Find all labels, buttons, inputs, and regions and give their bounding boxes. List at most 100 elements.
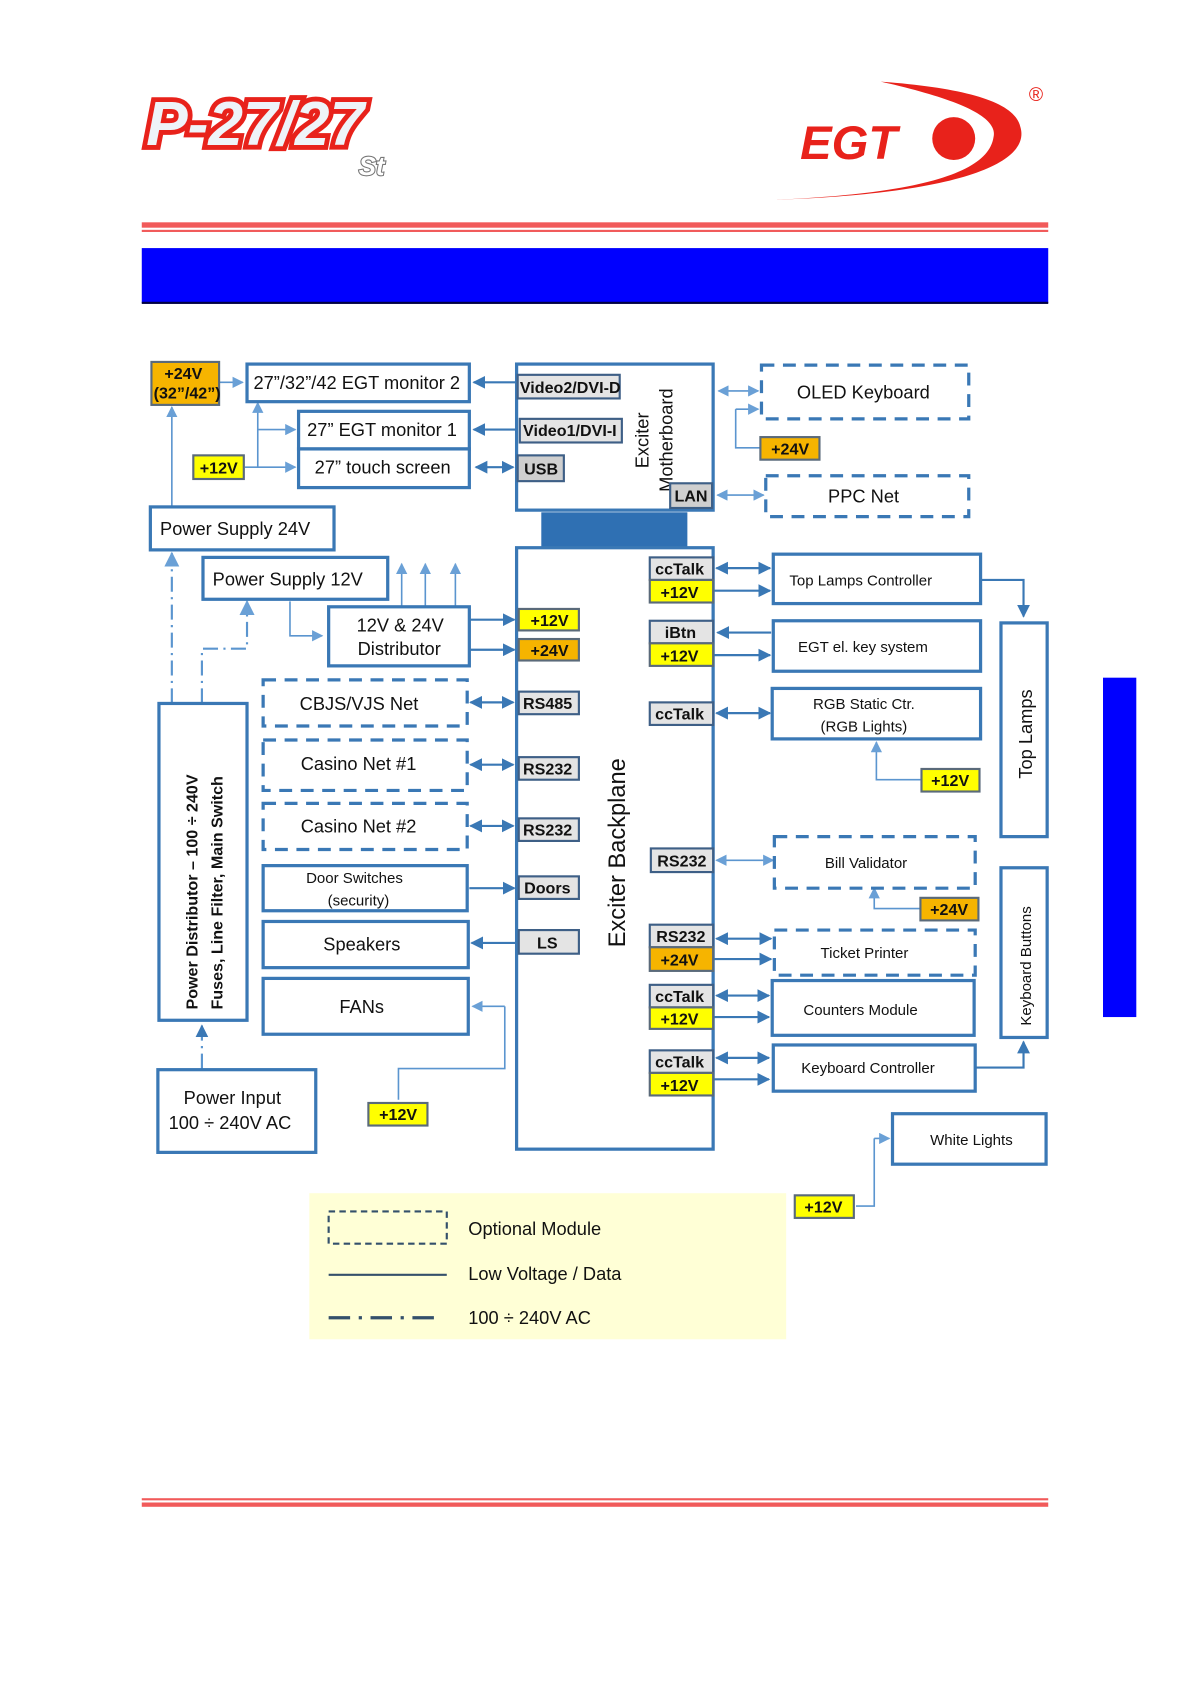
keyboard-controller: Keyboard Controller [771, 1043, 977, 1093]
svg-text:27” touch screen: 27” touch screen [315, 457, 451, 478]
svg-text:Door Switches: Door Switches [306, 870, 403, 887]
v24-oled-supply: +24V [759, 436, 821, 461]
legend-low-voltage-label: Low Voltage / Data [468, 1263, 622, 1284]
port-rs232-casino1: RS232 [523, 760, 572, 778]
svg-text:+24V: +24V [771, 440, 809, 458]
port-rs485: RS485 [523, 695, 572, 713]
power-supply-12v: Power Supply 12V [201, 555, 390, 601]
legend: Optional Module Low Voltage / Data 100 ÷… [309, 1193, 787, 1340]
p27-logo: P-27/27 St [141, 85, 387, 182]
port-video1: Video1/DVI-I [523, 422, 617, 440]
v12-monitor-supply: +12V [192, 454, 245, 481]
svg-text:+24V: +24V [661, 952, 699, 970]
svg-text:Top Lamps Controller: Top Lamps Controller [789, 572, 932, 589]
legend-optional-swatch [327, 1210, 448, 1245]
svg-text:Speakers: Speakers [323, 933, 400, 954]
svg-text:Casino Net #2: Casino Net #2 [301, 815, 417, 836]
right-modules: OLED Keyboard +24V PPC Net Top Lamps Con… [759, 363, 1049, 1219]
cbjs-vjs-net: CBJS/VJS Net [261, 678, 469, 728]
svg-text:+12V: +12V [661, 648, 699, 666]
power-input: Power Input 100 ÷ 240V AC [156, 1068, 318, 1154]
port-doors: Doors [524, 880, 571, 898]
footer-rule-thin [141, 1498, 1049, 1501]
ticket-printer: Ticket Printer [772, 928, 977, 977]
svg-text:(32”/42”): (32”/42”) [154, 384, 221, 402]
power-supply-24v: Power Supply 24V [148, 505, 336, 552]
door-switches: Door Switches (security) [261, 864, 469, 913]
svg-text:+12V: +12V [379, 1106, 417, 1124]
fans: FANs [261, 976, 470, 1036]
svg-text:Keyboard Controller: Keyboard Controller [801, 1060, 935, 1077]
legend-optional-label: Optional Module [468, 1218, 601, 1239]
legend-ac-label: 100 ÷ 240V AC [468, 1307, 591, 1328]
port-ls: LS [537, 934, 558, 952]
svg-text:+12V: +12V [661, 584, 699, 602]
svg-text:27”/32”/42 EGT monitor 2: 27”/32”/42 EGT monitor 2 [253, 372, 460, 393]
svg-text:Exciter: Exciter [632, 412, 653, 468]
svg-text:+12V: +12V [661, 1011, 699, 1029]
power-distributor: Power Distributor – 100 ÷ 240V Fuses, Li… [157, 701, 249, 1022]
svg-text:PPC Net: PPC Net [828, 486, 899, 507]
svg-text:RS232: RS232 [657, 853, 706, 871]
port-rs232-casino2: RS232 [523, 822, 572, 840]
svg-text:RGB Static Ctr.: RGB Static Ctr. [813, 696, 915, 713]
svg-text:+12V: +12V [661, 1077, 699, 1095]
oled-keyboard: OLED Keyboard [759, 363, 971, 421]
svg-text:ccTalk: ccTalk [655, 1054, 704, 1072]
header-rule-thin [141, 229, 1049, 232]
egt-logo-text: EGT [800, 117, 901, 170]
v24-monitor-supply: +24V (32”/42”) [150, 360, 221, 406]
svg-text:Distributor: Distributor [358, 638, 441, 659]
svg-text:Power Input: Power Input [184, 1087, 281, 1108]
svg-text:EGT el. key system: EGT el. key system [798, 639, 928, 656]
keyboard-buttons: Keyboard Buttons [999, 866, 1049, 1040]
monitor-1: 27” EGT monitor 1 [296, 409, 471, 451]
svg-text:+12V: +12V [200, 460, 238, 478]
svg-text:iBtn: iBtn [665, 624, 696, 642]
svg-text:CBJS/VJS Net: CBJS/VJS Net [300, 693, 419, 714]
rgb-static-controller: RGB Static Ctr. (RGB Lights) [770, 686, 983, 741]
svg-text:+24V: +24V [164, 365, 202, 383]
speakers: Speakers [261, 919, 470, 970]
distributor-12v-24v: 12V & 24V Distributor [327, 605, 471, 668]
svg-text:+12V: +12V [931, 772, 969, 790]
svg-text:FANs: FANs [339, 996, 384, 1017]
svg-text:Motherboard: Motherboard [655, 388, 676, 491]
svg-text:27” EGT monitor 1: 27” EGT monitor 1 [307, 419, 457, 440]
p27-logo-sub: St [359, 153, 386, 181]
svg-text:OLED Keyboard: OLED Keyboard [797, 381, 930, 402]
svg-text:ccTalk: ccTalk [655, 561, 704, 579]
svg-text:12V & 24V: 12V & 24V [357, 615, 445, 636]
svg-text:RS232: RS232 [656, 928, 705, 946]
svg-text:+24V: +24V [930, 901, 968, 919]
title-band [141, 248, 1049, 303]
svg-text:Power Supply 24V: Power Supply 24V [160, 518, 311, 539]
port-lan: LAN [674, 488, 707, 506]
svg-text:White Lights: White Lights [930, 1132, 1013, 1149]
port-usb: USB [524, 461, 558, 479]
touch-screen: 27” touch screen [296, 447, 471, 490]
v12-white-supply: +12V [793, 1194, 855, 1219]
registered-mark: ® [1029, 85, 1043, 106]
svg-text:+12V: +12V [531, 612, 569, 630]
port-video2: Video2/DVI-D [520, 379, 621, 397]
svg-text:Ticket Printer: Ticket Printer [821, 945, 909, 962]
egt-key-system: EGT el. key system [771, 619, 983, 673]
header: P-27/27 St EGT ® [141, 81, 1049, 304]
legend-background [309, 1193, 787, 1340]
svg-text:(security): (security) [328, 892, 390, 909]
svg-text:+12V: +12V [804, 1199, 842, 1217]
p27-logo-main: P-27/27 [146, 90, 368, 159]
side-tab [1103, 677, 1137, 1018]
v12-rgb-supply: +12V [920, 767, 981, 793]
header-rule-thick [141, 222, 1049, 228]
exciter-backplane: Exciter Backplane +12V +24V RS485 RS232 … [514, 546, 715, 1151]
svg-text:ccTalk: ccTalk [655, 706, 704, 724]
left-modules: +24V (32”/42”) 27”/32”/42 EGT monitor 2 … [148, 360, 471, 1154]
footer-rule-thick [141, 1502, 1049, 1507]
white-lights: White Lights [890, 1112, 1048, 1166]
exciter-motherboard: Exciter Motherboard Video2/DVI-D Video1/… [514, 362, 715, 512]
counters-module: Counters Module [770, 978, 976, 1037]
